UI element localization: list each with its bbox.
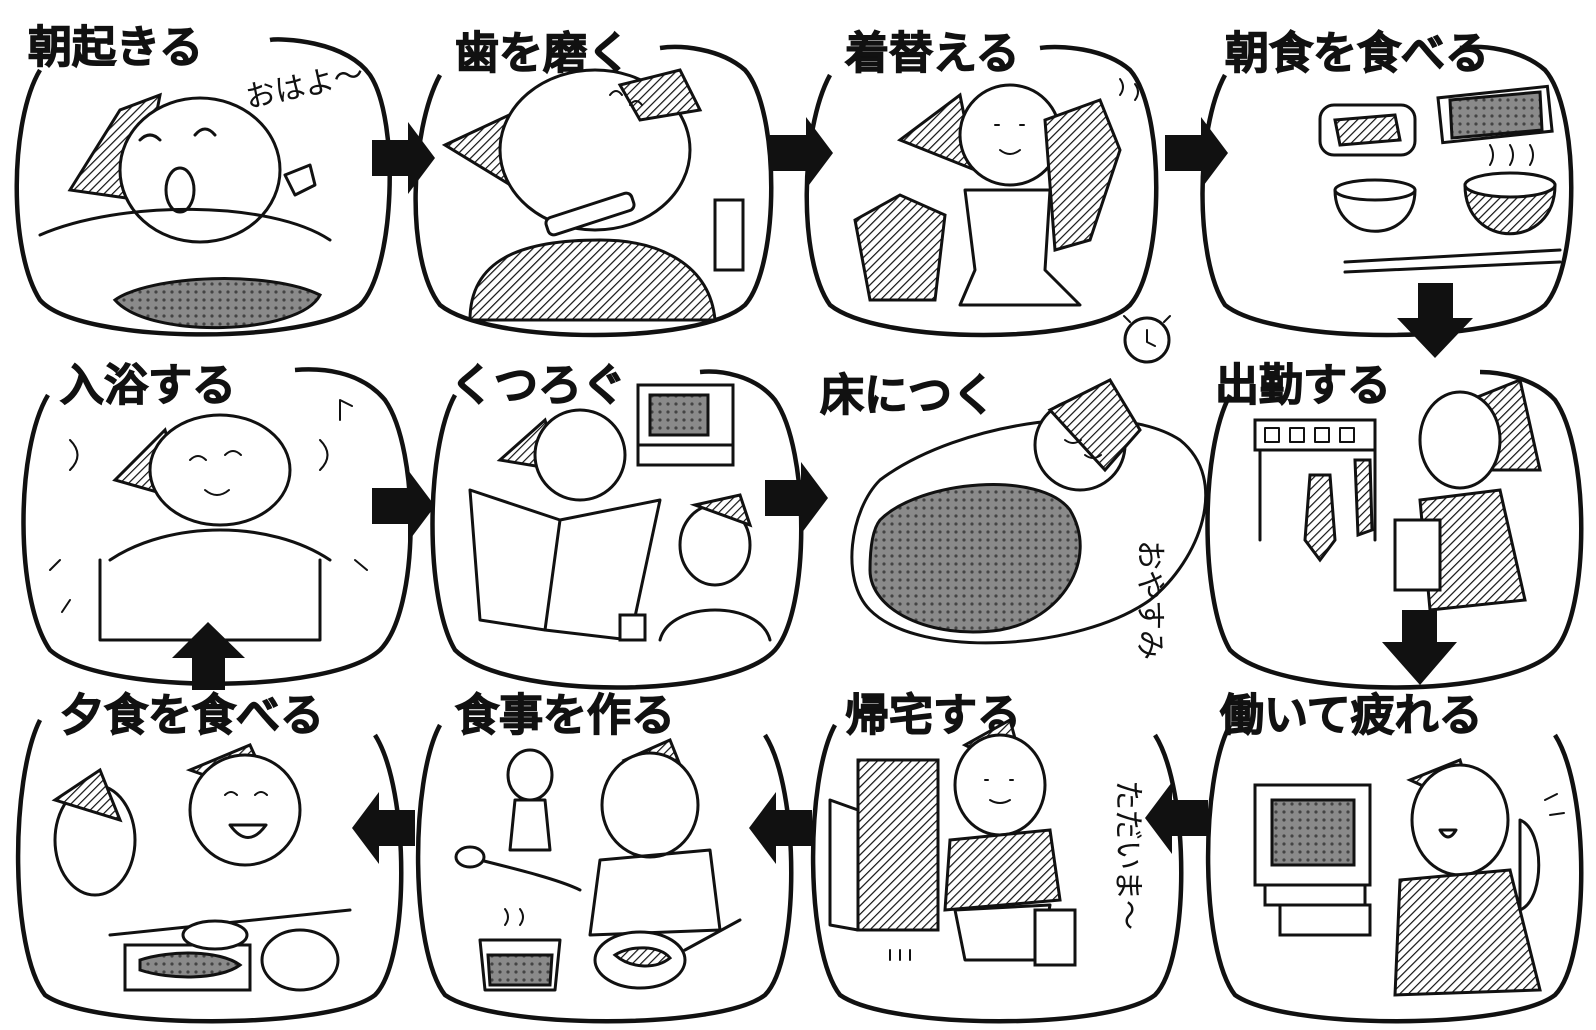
cooking-person-illustration xyxy=(454,737,742,992)
brushing-person-illustration xyxy=(441,68,745,322)
panel-title: 出勤する xyxy=(1215,360,1391,411)
panel-go-to-bed: 床につく おやすみ xyxy=(819,315,1208,660)
panel-change-clothes: 着替える xyxy=(804,27,1159,338)
panel-return-home: 帰宅する ただいま〜 xyxy=(810,689,1184,1024)
panel-outline xyxy=(1205,723,1584,1024)
panel-relax: くつろぐ xyxy=(430,359,804,690)
panel-title: くつろぐ xyxy=(450,360,626,411)
panel-bath: 入浴する xyxy=(21,359,413,686)
arrow-up xyxy=(172,622,245,690)
panel-work-tired: 働いて疲れる xyxy=(1205,689,1584,1024)
panel-title: 夕食を食べる xyxy=(60,690,324,741)
arrow-left xyxy=(352,792,415,864)
panel-outline xyxy=(21,367,413,686)
arrow-down xyxy=(1382,610,1457,685)
speech-bubble: おやすみ xyxy=(1132,540,1167,660)
panel-outline xyxy=(14,37,392,337)
dinner-table-illustration xyxy=(51,743,352,992)
panel-brush-teeth: 歯を磨く xyxy=(413,27,774,338)
panel-outline xyxy=(804,44,1159,338)
panel-outline xyxy=(415,723,794,1024)
speech-bubble: ただいま〜 xyxy=(1110,780,1145,930)
arrow-left xyxy=(749,792,812,864)
panel-wake-up: 朝起きる おはよ〜 xyxy=(14,21,392,337)
panel-title: 食事を作る xyxy=(455,690,675,741)
speech-bubble: おはよ〜 xyxy=(242,57,367,116)
returning-person-illustration xyxy=(828,717,1077,967)
panel-commute: 出勤する xyxy=(1205,359,1584,690)
panel-outline xyxy=(1205,369,1584,690)
panel-title: 着替える xyxy=(845,28,1020,79)
arrow-right xyxy=(372,470,435,542)
bathing-person-illustration xyxy=(49,399,368,642)
panel-outline xyxy=(430,369,804,690)
arrow-right xyxy=(765,462,828,534)
panel-cooking: 食事を作る xyxy=(415,689,794,1024)
panel-outline xyxy=(15,718,404,1024)
panel-title: 朝起きる xyxy=(28,22,203,73)
arrow-left xyxy=(1145,782,1208,854)
breakfast-table-illustration xyxy=(1318,84,1562,274)
arrow-right xyxy=(770,117,833,189)
commuting-person-illustration xyxy=(1253,377,1542,612)
arrow-right xyxy=(1165,117,1228,189)
arrow-right xyxy=(372,122,435,194)
relaxing-family-illustration xyxy=(468,383,772,642)
changing-person-illustration xyxy=(853,78,1139,307)
panel-dinner: 夕食を食べる xyxy=(15,689,404,1024)
panel-title: 朝食を食べる xyxy=(1225,28,1489,79)
arrow-down xyxy=(1397,283,1473,358)
panel-title: 入浴する xyxy=(60,360,236,411)
sleeping-person-illustration xyxy=(850,315,1208,645)
panel-title: 歯を磨く xyxy=(455,28,631,79)
panel-breakfast: 朝食を食べる xyxy=(1200,27,1574,338)
panel-title: 働いて疲れる xyxy=(1220,690,1483,741)
office-worker-illustration xyxy=(1253,757,1565,997)
panel-title: 床につく xyxy=(820,370,996,421)
panel-outline xyxy=(810,723,1184,1024)
waking-person-illustration xyxy=(38,92,332,329)
panel-outline xyxy=(1200,44,1574,338)
